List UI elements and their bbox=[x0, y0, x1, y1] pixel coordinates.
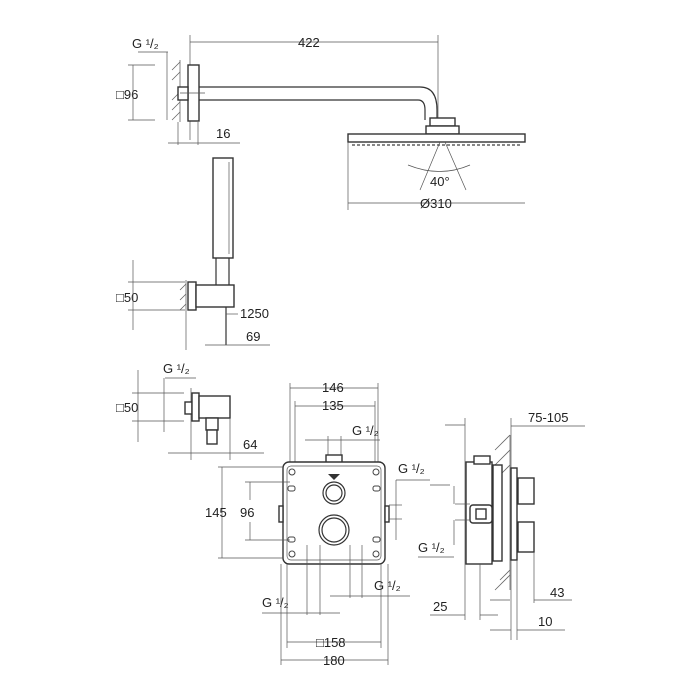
dim-outlet-plate: □50 bbox=[116, 400, 138, 415]
holder-plate bbox=[187, 281, 197, 311]
hand-shower bbox=[212, 157, 234, 259]
dim-cover-width: 180 bbox=[323, 653, 345, 668]
head-nut bbox=[429, 117, 456, 127]
cover-plate-side bbox=[510, 467, 518, 561]
dim-holder-depth: 69 bbox=[246, 329, 260, 344]
outlet-body bbox=[198, 395, 231, 419]
dim-spray-angle: 40° bbox=[430, 174, 450, 189]
outlet-nipple bbox=[206, 429, 218, 445]
dim-arm-thread: G ¹/₂ bbox=[132, 36, 159, 51]
diverter-valve bbox=[322, 481, 346, 505]
wall-hatch bbox=[494, 434, 511, 591]
dim-cover-square: □158 bbox=[316, 635, 346, 650]
arm-connector bbox=[177, 86, 189, 101]
outlet-plate bbox=[191, 392, 200, 422]
dim-side-thread: G ¹/₂ bbox=[418, 540, 445, 555]
dim-arm-length: 422 bbox=[298, 35, 320, 50]
dim-hose-length: 1250 bbox=[240, 306, 269, 321]
dim-box-top-thread: G ¹/₂ bbox=[352, 423, 379, 438]
dim-box-width-inner: 135 bbox=[322, 398, 344, 413]
holder bbox=[195, 284, 235, 308]
dim-box-hole-spacing: 96 bbox=[240, 505, 254, 520]
dim-box-bottom-left-thread: G ¹/₂ bbox=[262, 595, 289, 610]
dim-box-depth: 25 bbox=[433, 599, 447, 614]
thermostat-valve bbox=[318, 514, 350, 546]
shower-arm bbox=[199, 86, 438, 120]
dim-box-bottom-right-thread: G ¹/₂ bbox=[374, 578, 401, 593]
dim-box-width-outer: 146 bbox=[322, 380, 344, 395]
diverter-handle bbox=[517, 477, 535, 505]
dim-outlet-thread: G ¹/₂ bbox=[163, 361, 190, 376]
dim-box-right-thread: G ¹/₂ bbox=[398, 461, 425, 476]
wall-outlet-view: G ¹/₂ □50 64 bbox=[116, 361, 264, 460]
outlet-connector bbox=[184, 401, 193, 415]
thermostat-handle bbox=[517, 521, 535, 553]
shower-arm-view: 422 G ¹/₂ □96 16 40° Ø310 bbox=[116, 35, 526, 211]
dim-plate-depth: 16 bbox=[216, 126, 230, 141]
hand-shower-view: □50 1250 69 bbox=[116, 157, 270, 350]
dim-box-height: 145 bbox=[205, 505, 227, 520]
dim-cover-depth: 10 bbox=[538, 614, 552, 629]
dim-arm-plate: □96 bbox=[116, 87, 138, 102]
box-side-view: 75-105 G ¹/₂ 43 25 10 bbox=[418, 410, 585, 640]
head-shower bbox=[347, 133, 526, 143]
dim-holder-plate: □50 bbox=[116, 290, 138, 305]
box-front-view: 146 135 G ¹/₂ 145 96 G ¹/₂ bbox=[205, 380, 430, 668]
dim-outlet-depth: 64 bbox=[243, 437, 257, 452]
dim-wall-depth: 75-105 bbox=[528, 410, 568, 425]
dim-head-diameter: Ø310 bbox=[420, 196, 452, 211]
head-joint bbox=[425, 125, 460, 135]
dim-handle-depth: 43 bbox=[550, 585, 564, 600]
outlet-thread bbox=[205, 417, 219, 431]
